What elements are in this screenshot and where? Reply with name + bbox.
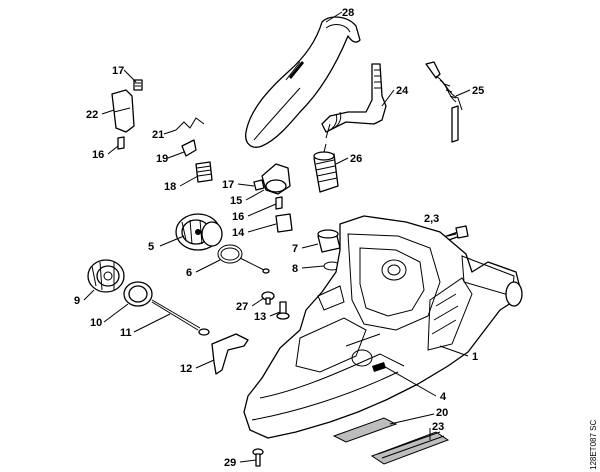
- callout-29: 23: [432, 421, 444, 433]
- callout-19: 19: [156, 153, 168, 165]
- part-fuel-filter: [313, 143, 339, 193]
- part-throttle-rod: [151, 299, 210, 336]
- callout-25: 26: [350, 153, 362, 165]
- callout-8: 8: [292, 263, 298, 275]
- callout-24: 25: [472, 85, 484, 97]
- callout-7: 7: [292, 243, 298, 255]
- callout-26: 28: [342, 7, 354, 19]
- callout-2-3: 2,3: [424, 213, 439, 225]
- leader-lines: [83, 11, 471, 463]
- callout-6: 6: [186, 267, 192, 279]
- part-starter-pulley: [175, 213, 223, 251]
- part-annular-buffer: [195, 161, 213, 183]
- part-trigger-lever: [211, 333, 249, 375]
- callout-21: 22: [86, 109, 98, 121]
- callout-27: 29: [224, 457, 236, 469]
- part-sprocket: [87, 259, 125, 293]
- callout-17b: 17: [222, 179, 234, 191]
- part-oring-hose: [217, 244, 270, 274]
- part-housing: [243, 215, 523, 439]
- callout-11: 11: [120, 327, 132, 339]
- callout-22: 27: [236, 301, 248, 313]
- part-screw: [252, 448, 264, 467]
- callout-5: 5: [148, 241, 154, 253]
- part-small-fasteners: [261, 291, 290, 320]
- part-buffer-middle: [253, 163, 293, 233]
- part-floor-plates: [332, 417, 450, 465]
- callout-4: 4: [440, 391, 447, 403]
- drawing-code: 128ET087 SC: [589, 420, 598, 470]
- part-buffer-upper: [111, 79, 143, 150]
- callout-1: 1: [472, 351, 478, 363]
- part-handlebar: [245, 16, 361, 148]
- callout-20: 21: [152, 129, 164, 141]
- callout-28: 20: [436, 407, 448, 419]
- callout-10: 10: [90, 317, 102, 329]
- part-rubber-plug: [181, 139, 197, 157]
- callout-23: 24: [396, 85, 409, 97]
- callout-15: 15: [230, 195, 242, 207]
- callout-18: 18: [164, 181, 176, 193]
- callout-labels: 28 17 22 16 21 19 18 24 25 26 17 15 16 1…: [74, 7, 484, 469]
- callout-13: 13: [254, 311, 266, 323]
- callout-9: 9: [74, 295, 80, 307]
- callout-17a: 17: [112, 65, 124, 77]
- part-fuel-hose: [321, 63, 387, 139]
- part-impulse-hose: [425, 61, 463, 143]
- callout-16a: 16: [92, 149, 104, 161]
- callout-16b: 16: [232, 211, 244, 223]
- part-spring-clip: [175, 117, 205, 131]
- part-oil-pump: [317, 229, 341, 271]
- callout-14: 14: [232, 227, 245, 239]
- callout-12: 12: [180, 363, 192, 375]
- part-washer: [123, 281, 153, 307]
